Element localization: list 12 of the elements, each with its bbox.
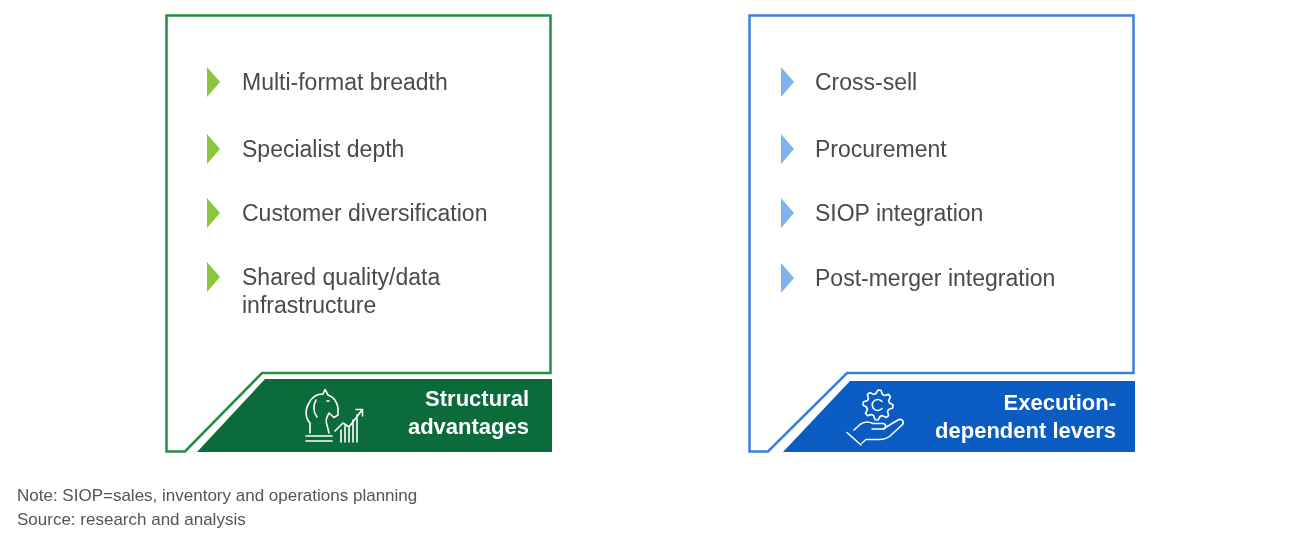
list-item: Post-merger integration xyxy=(815,264,1056,292)
list-item: Procurement xyxy=(815,135,947,163)
list-item: SIOP integration xyxy=(815,199,984,227)
list-item: Customer diversification xyxy=(242,199,488,227)
source-note: Source: research and analysis xyxy=(17,509,246,531)
list-item: Shared quality/data infrastructure xyxy=(242,263,442,319)
footnote: Note: SIOP=sales, inventory and operations planning xyxy=(17,485,418,507)
list-item: Specialist depth xyxy=(242,135,405,163)
band-title: Execution-dependent levers xyxy=(934,389,1116,445)
list-item: Multi-format breadth xyxy=(242,68,448,96)
band-title: Structural advantages xyxy=(406,385,529,441)
list-item: Cross-sell xyxy=(815,68,918,96)
